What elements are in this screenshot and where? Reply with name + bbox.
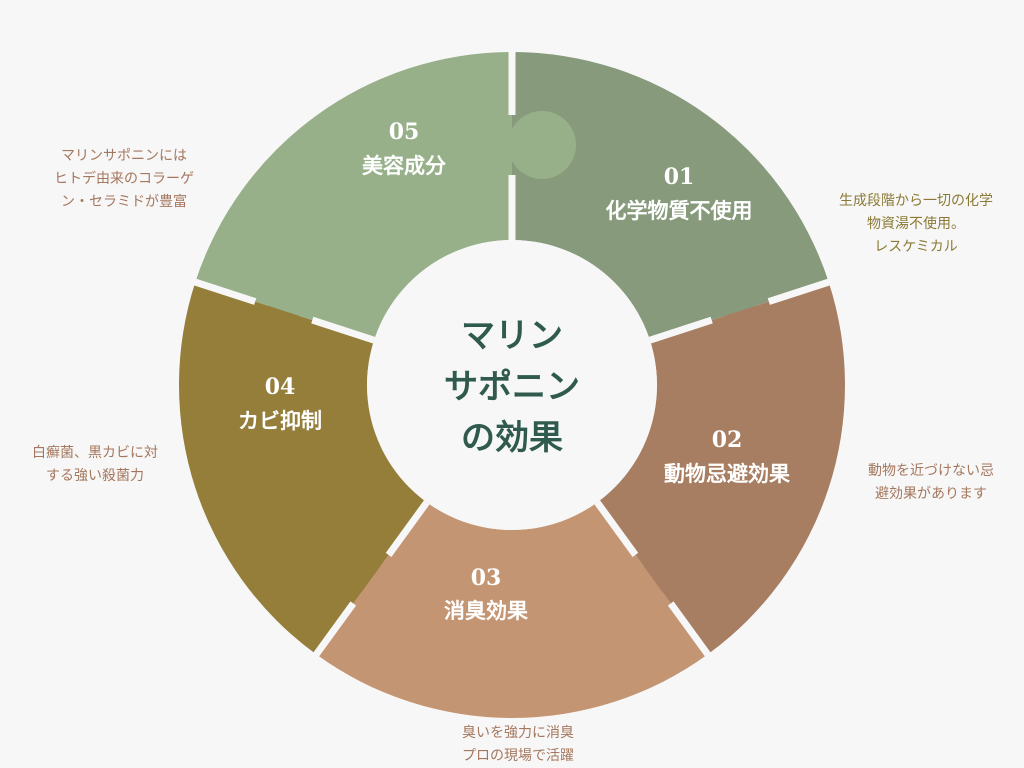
note-03: 臭いを強力に消臭 プロの現場で活躍	[418, 722, 618, 768]
segment-04-number: 04	[265, 374, 296, 400]
segment-01-title: 化学物質不使用	[606, 199, 753, 223]
segment-divider	[311, 316, 376, 344]
segment-05-puzzle-neck	[510, 132, 528, 158]
note-04: 白癬菌、黒カビに対 する強い殺菌力	[10, 442, 180, 488]
center-title-line-3: の効果	[461, 418, 563, 458]
segment-divider	[594, 500, 639, 557]
segment-05-wedge	[195, 52, 513, 341]
note-02-line: 避効果があります	[875, 486, 987, 502]
segment-divider	[667, 601, 712, 659]
segment-04-title: カビ抑制	[238, 409, 322, 433]
segment-divider	[648, 316, 713, 344]
note-03-line: プロの現場で活躍	[462, 748, 574, 764]
segment-05-puzzle-knob	[508, 111, 576, 179]
note-04-line: する強い殺菌力	[46, 468, 144, 484]
segment-02-wedge	[597, 282, 845, 655]
segment-04-wedge	[179, 282, 427, 655]
note-04-line: 白癬菌、黒カビに対	[32, 445, 158, 461]
note-05-line: ヒトデ由来のコラーゲ	[54, 171, 194, 187]
segment-03-wedge	[316, 502, 708, 718]
note-05: マリンサポニンには ヒトデ由来のコラーゲ ン・セラミドが豊富	[34, 145, 214, 214]
segment-02-title: 動物忌避効果	[664, 462, 790, 486]
note-05-line: マリンサポニンには	[61, 148, 187, 164]
segment-01-number: 01	[664, 164, 695, 190]
segment-divider	[312, 601, 357, 659]
note-01: 生成段階から一切の化学 物資湯不使用。 レスケミカル	[808, 190, 1024, 259]
segment-divider	[385, 500, 430, 557]
segment-05-title: 美容成分	[362, 154, 446, 178]
note-02-line: 動物を近づけない忌	[868, 463, 994, 479]
segment-divider	[192, 278, 257, 305]
segment-01-wedge	[512, 52, 829, 341]
note-01-line: 生成段階から一切の化学	[839, 193, 993, 209]
note-01-line: 物資湯不使用。	[867, 216, 965, 232]
center-title-line-2: サポニン	[444, 367, 580, 407]
segment-03-title: 消臭効果	[444, 599, 528, 623]
segment-divider	[767, 278, 832, 305]
note-01-line: レスケミカル	[874, 239, 958, 255]
note-03-line: 臭いを強力に消臭	[462, 725, 574, 741]
note-02: 動物を近づけない忌 避効果があります	[838, 460, 1024, 506]
note-05-line: ン・セラミドが豊富	[61, 194, 187, 210]
segment-05-number: 05	[389, 119, 420, 145]
center-title-line-1: マリン	[461, 316, 563, 356]
segment-02-number: 02	[712, 427, 743, 453]
center-circle	[367, 240, 657, 530]
segment-03-number: 03	[471, 565, 502, 591]
